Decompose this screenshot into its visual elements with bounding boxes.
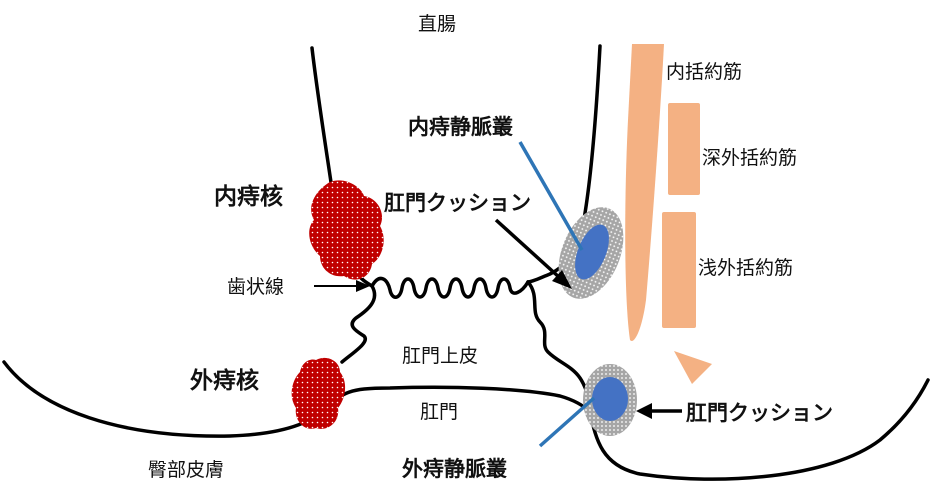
label-internal-hemorrhoid: 内痔核 — [214, 183, 283, 210]
label-superficial-external-sphincter: 浅外括約筋 — [698, 257, 793, 279]
internal-sphincter-muscle — [625, 44, 664, 341]
superficial-external-sphincter-muscle — [662, 212, 696, 328]
subcutaneous-sphincter-muscle — [674, 351, 712, 384]
external-plexus-pointer — [538, 396, 596, 448]
label-anus: 肛門 — [420, 401, 458, 423]
internal-plexus-pointer — [518, 141, 584, 251]
label-anoderm: 肛門上皮 — [402, 345, 478, 367]
anal-cushion-lower-arrow — [636, 403, 682, 419]
lower-anal-cushion — [583, 364, 637, 436]
deep-external-sphincter-muscle — [668, 103, 700, 195]
label-perianal-skin: 臀部皮膚 — [148, 459, 224, 481]
label-anal-cushion-lower: 肛門クッション — [686, 401, 833, 425]
anal-cushion-upper-arrow — [494, 218, 572, 289]
label-internal-sphincter: 内括約筋 — [666, 61, 742, 83]
internal-hemorrhoid-texture — [309, 180, 384, 280]
label-deep-external-sphincter: 深外括約筋 — [702, 147, 797, 169]
anal-canal-left-wave — [340, 284, 377, 364]
dentate-line-wave — [370, 276, 530, 299]
label-anal-cushion-upper: 肛門クッション — [384, 191, 531, 215]
label-dentate-line: 歯状線 — [227, 276, 284, 298]
external-plexus-blob — [592, 377, 628, 421]
label-rectum: 直腸 — [418, 13, 456, 35]
external-hemorrhoid-texture — [291, 357, 346, 429]
perianal-skin-right — [588, 378, 930, 481]
label-internal-plexus: 内痔静脈叢 — [408, 115, 513, 139]
internal-plexus-blob — [575, 224, 609, 280]
upper-anal-cushion — [558, 207, 624, 299]
label-external-hemorrhoid: 外痔核 — [190, 367, 259, 394]
label-external-plexus: 外痔静脈叢 — [402, 457, 507, 481]
dentate-line-arrow — [314, 280, 370, 292]
